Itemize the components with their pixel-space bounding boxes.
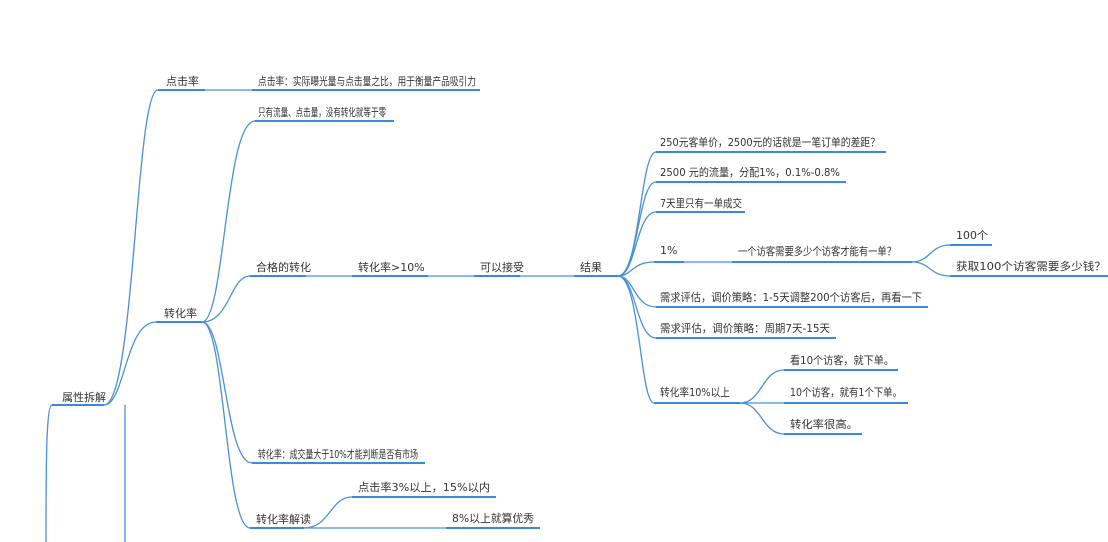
node-r2[interactable]: 2500 元的流量，分配1%，0.1%-0.8% (656, 165, 846, 183)
node-r4-question[interactable]: 一个访客需要多少个访客才能有一单？ (732, 244, 912, 263)
node-a1-label: 点击率：实际曝光量与点击量之比，用于衡量产品吸引力 (258, 74, 476, 88)
connector-res-r5 (617, 275, 657, 308)
connector-r7-3 (739, 402, 785, 435)
node-r3-label: 7天里只有一单成交 (660, 196, 742, 210)
node-b2-3-label: 结果 (580, 261, 602, 274)
connector-cvr-b4 (201, 321, 251, 529)
node-root[interactable]: 属性拆解 (52, 390, 106, 406)
node-click-rate[interactable]: 点击率 (158, 74, 205, 91)
node-b3[interactable]: 转化率：成交量大于10%才能判断是否有市场 (252, 447, 425, 464)
node-a1[interactable]: 点击率：实际曝光量与点击量之比，用于衡量产品吸引力 (252, 74, 480, 91)
node-r7-1[interactable]: 看10个访客，就下单。 (784, 353, 898, 371)
node-b4-1-label: 点击率3%以上，15%以内 (358, 480, 490, 494)
connector-cvr-b3 (201, 321, 253, 464)
mind-map-nodes: 属性拆解 点击率 转化率 点击率：实际曝光量与点击量之比，用于衡量产品吸引力 只… (52, 74, 1108, 529)
node-r4-answer-1-label: 100个 (956, 229, 988, 242)
node-b4-2-label: 8%以上就算优秀 (452, 511, 534, 525)
node-r4-answer-2[interactable]: 获取100个访客需要多少钱？ (950, 259, 1108, 277)
node-b2-2-label: 可以接受 (480, 261, 524, 274)
node-b3-label: 转化率：成交量大于10%才能判断是否有市场 (258, 447, 418, 461)
node-r7-label: 转化率10%以上 (660, 385, 730, 399)
node-b2[interactable]: 合格的转化 (250, 260, 311, 277)
connector-q-a2 (911, 261, 951, 277)
node-r4-question-label: 一个访客需要多少个访客才能有一单？ (738, 244, 896, 258)
connector-root-trunk (45, 404, 53, 542)
node-b4-2[interactable]: 8%以上就算优秀 (446, 511, 540, 529)
node-r5-label: 需求评估，调价策略：1-5天调整200个访客后，再看一下 (660, 290, 922, 304)
node-b2-1[interactable]: 转化率>10% (352, 260, 428, 277)
node-b2-label: 合格的转化 (256, 260, 311, 274)
node-r7-3-label: 转化率很高。 (790, 417, 858, 431)
connector-res-r7 (617, 275, 655, 404)
node-r4-label: 1% (660, 244, 677, 257)
connector-res-r4 (617, 261, 655, 277)
connector-root-ctr (103, 89, 159, 406)
node-b1[interactable]: 只有流量、点击量，没有转化就等于零 (255, 105, 394, 122)
node-r7-3[interactable]: 转化率很高。 (784, 417, 862, 435)
connector-b4-1 (303, 496, 353, 529)
node-r7-1-label: 看10个访客，就下单。 (790, 353, 894, 367)
connector-cvr-b2 (201, 275, 251, 323)
node-conversion-rate-label: 转化率 (164, 306, 197, 320)
node-r7-2-label: 10个访客，就有1个下单。 (790, 385, 902, 399)
node-b2-2[interactable]: 可以接受 (474, 261, 524, 277)
connector-r7-1 (739, 369, 785, 404)
node-b2-3[interactable]: 结果 (574, 261, 618, 277)
node-r5[interactable]: 需求评估，调价策略：1-5天调整200个访客后，再看一下 (656, 290, 928, 308)
node-r1-label: 250元客单价，2500元的话就是一笔订单的差距？ (660, 135, 880, 149)
node-r6[interactable]: 需求评估，调价策略：周期7天-15天 (656, 321, 836, 339)
branch-connectors (45, 89, 951, 542)
node-b2-1-label: 转化率>10% (358, 260, 425, 274)
node-r7[interactable]: 转化率10%以上 (654, 385, 740, 404)
connector-q-a1 (911, 244, 951, 263)
node-r2-label: 2500 元的流量，分配1%，0.1%-0.8% (660, 165, 840, 179)
node-root-label: 属性拆解 (62, 390, 106, 404)
node-click-rate-label: 点击率 (166, 74, 199, 88)
node-conversion-rate[interactable]: 转化率 (156, 306, 202, 323)
connector-cvr-b1 (201, 120, 256, 323)
node-b4[interactable]: 转化率解读 (250, 512, 311, 529)
node-r3[interactable]: 7天里只有一单成交 (656, 196, 745, 213)
node-b4-1[interactable]: 点击率3%以上，15%以内 (352, 480, 496, 498)
node-b4-label: 转化率解读 (256, 512, 311, 526)
node-r4-answer-1[interactable]: 100个 (950, 229, 992, 246)
connector-root-cvr (103, 321, 157, 406)
connector-res-r3 (617, 211, 657, 277)
node-r1[interactable]: 250元客单价，2500元的话就是一笔订单的差距？ (656, 135, 886, 153)
node-r4-answer-2-label: 获取100个访客需要多少钱？ (956, 259, 1106, 273)
node-r4[interactable]: 1% (654, 244, 684, 263)
node-r6-label: 需求评估，调价策略：周期7天-15天 (660, 321, 830, 335)
node-b1-label: 只有流量、点击量，没有转化就等于零 (258, 105, 386, 119)
node-r7-2[interactable]: 10个访客，就有1个下单。 (784, 385, 908, 404)
